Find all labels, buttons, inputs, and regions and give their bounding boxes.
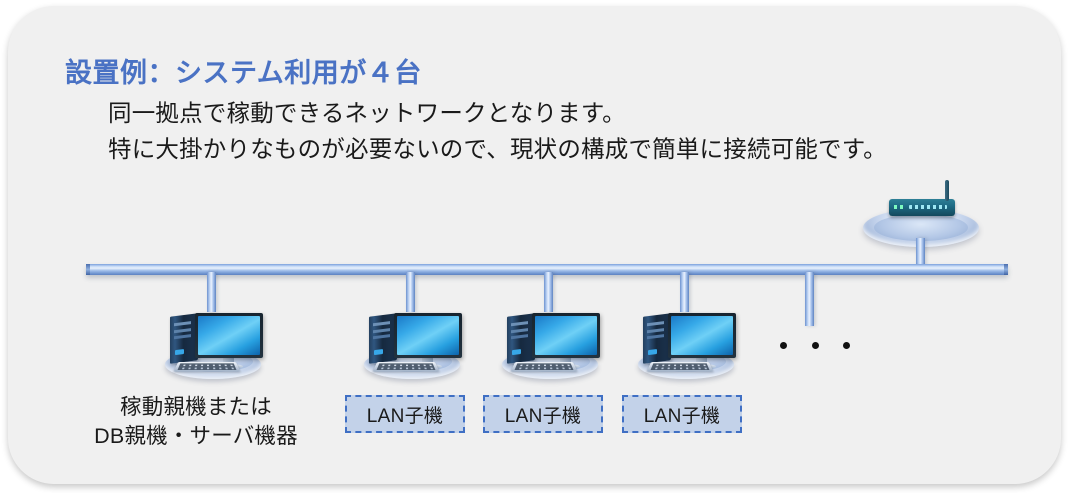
page-title: 設置例：システム利用が４台	[65, 58, 422, 88]
desktop-computer-icon	[626, 299, 744, 379]
desktop-computer-icon	[490, 299, 608, 379]
ellipsis-dot	[843, 342, 850, 349]
desktop-computer-icon	[352, 299, 470, 379]
keyboard-keys	[376, 363, 436, 371]
server-node-caption: 稼動親機または DB親機・サーバ機器	[71, 393, 321, 451]
ellipsis-dot	[780, 342, 787, 349]
computer-tower	[507, 313, 535, 364]
router-status-led-green	[894, 205, 903, 209]
computer-keyboard	[510, 361, 578, 372]
tower-drive-bays	[511, 321, 528, 327]
keyboard-keys	[650, 363, 710, 371]
tower-power-led	[512, 349, 521, 356]
computer-monitor	[195, 313, 263, 358]
tower-drive-bays	[373, 321, 390, 327]
computer-tower	[170, 313, 198, 364]
computer-keyboard	[173, 361, 241, 372]
tower-power-led	[374, 349, 383, 356]
lan-client-label-1: LAN子機	[345, 395, 465, 433]
cable-node-3	[544, 272, 553, 312]
computer-keyboard	[646, 361, 714, 372]
ellipsis-dot	[811, 342, 819, 349]
router-base-inner	[874, 214, 968, 241]
computer-monitor	[394, 313, 462, 358]
desktop-computer-icon	[153, 299, 271, 379]
diagram-card: 設置例：システム利用が４台 同一拠点で稼動できるネットワークとなります。 特に大…	[8, 6, 1061, 484]
tower-drive-bays	[647, 321, 664, 327]
monitor-screen	[535, 316, 597, 355]
description-line-2: 特に大掛かりなものが必要ないので、現状の構成で簡単に接続可能です。	[108, 136, 887, 162]
lan-client-label-3: LAN子機	[622, 395, 742, 433]
description-line-1: 同一拠点で稼動できるネットワークとなります。	[108, 100, 626, 126]
cable-node-4	[680, 272, 689, 312]
lan-client-label-2: LAN子機	[483, 395, 603, 433]
computer-tower	[369, 313, 397, 364]
monitor-screen	[198, 316, 260, 355]
monitor-stand	[422, 356, 433, 366]
router-body	[889, 199, 955, 216]
tower-power-led	[648, 349, 657, 356]
monitor-screen	[671, 316, 733, 355]
keyboard-keys	[177, 363, 237, 371]
router-port-leds	[909, 205, 947, 209]
monitor-stand	[696, 356, 707, 366]
tower-drive-bays	[174, 321, 191, 327]
ellipsis-more-nodes	[780, 342, 850, 349]
tower-power-led	[175, 349, 184, 356]
monitor-stand	[223, 356, 234, 366]
router-antenna-icon	[945, 180, 949, 201]
cable-node-spare	[805, 272, 814, 326]
computer-keyboard	[372, 361, 440, 372]
monitor-screen	[397, 316, 459, 355]
cable-node-2	[406, 272, 415, 312]
computer-tower	[643, 313, 671, 364]
cable-node-1	[207, 272, 216, 312]
computer-monitor	[668, 313, 736, 358]
keyboard-keys	[514, 363, 574, 371]
computer-monitor	[532, 313, 600, 358]
server-caption-line-2: DB親機・サーバ機器	[94, 424, 298, 448]
server-caption-line-1: 稼動親機または	[120, 395, 272, 419]
wireless-router-icon	[863, 180, 979, 247]
cable-router	[916, 238, 925, 268]
network-bus-line	[86, 264, 1008, 275]
monitor-stand	[560, 356, 571, 366]
